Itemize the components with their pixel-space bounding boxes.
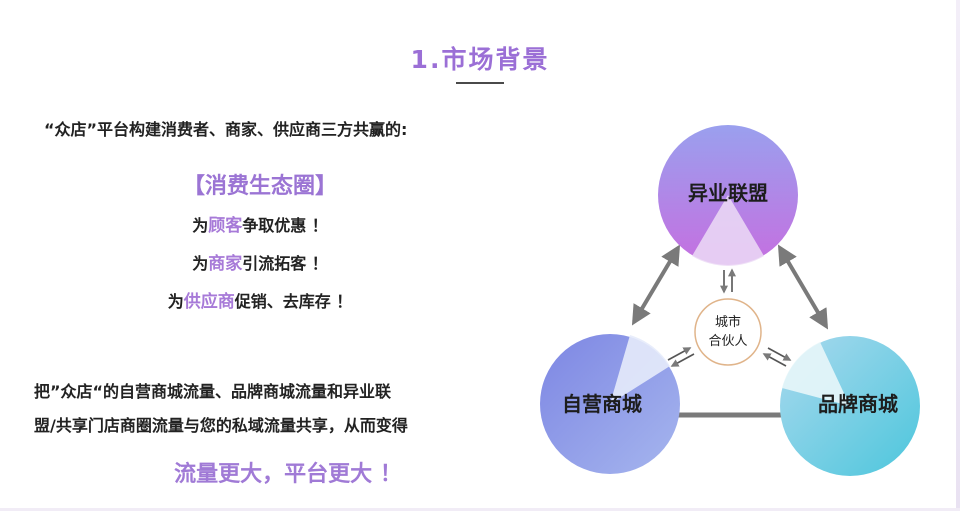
benefit-line-customer: 为顾客争取优惠 ！ <box>130 211 390 236</box>
node-top: 异业联盟 <box>658 125 798 266</box>
triangle-diagram: 异业联盟 自营商城 品牌商城 城市 合伙人 <box>540 125 920 476</box>
slogan: 流量更大，平台更大 ！ <box>174 462 402 487</box>
node-top-label: 异业联盟 <box>688 181 768 205</box>
benefit-prefix: 为 <box>192 254 209 273</box>
benefit-suffix: 争取优惠 ！ <box>242 216 328 235</box>
intro-text: “众店”平台构建消费者、商家、供应商三方共赢的: <box>44 120 408 139</box>
paragraph-line-2: 盟/共享门店商圈流量与您的私域流量共享，从而变得 <box>34 416 408 435</box>
benefit-highlight-customer: 顾客 <box>208 216 243 236</box>
node-left: 自营商城 <box>540 334 680 474</box>
center-arrows-top <box>720 268 736 294</box>
arrow-top-right <box>777 244 829 330</box>
node-right: 品牌商城 <box>780 336 920 476</box>
node-left-label: 自营商城 <box>562 392 642 416</box>
benefit-suffix: 促销、去库存 ！ <box>234 292 353 311</box>
benefit-prefix: 为 <box>192 216 209 235</box>
center-label-line1: 城市 <box>715 314 741 330</box>
benefit-suffix: 引流拓客 ！ <box>242 254 328 273</box>
slide-edge-decoration <box>956 0 960 511</box>
benefit-line-supplier: 为供应商促销、去库存 ！ <box>130 287 390 312</box>
slide-bottom-strip <box>0 508 960 511</box>
benefit-prefix: 为 <box>167 292 184 311</box>
benefit-highlight-supplier: 供应商 <box>183 292 235 312</box>
center-arrows-left <box>667 347 695 367</box>
arrow-top-left <box>631 244 681 326</box>
node-center: 城市 合伙人 <box>694 298 762 366</box>
center-arrows-right <box>762 347 792 367</box>
benefit-highlight-merchant: 商家 <box>208 254 243 274</box>
title-underline <box>456 82 504 84</box>
node-right-label: 品牌商城 <box>818 392 898 416</box>
paragraph-line-1: 把”众店“的自营商城流量、品牌商城流量和异业联 <box>34 382 392 401</box>
section-title: 1.市场背景 <box>410 45 550 74</box>
ecosystem-heading: 【消费生态圈】 <box>182 174 337 199</box>
center-label-line2: 合伙人 <box>708 334 747 349</box>
benefit-line-merchant: 为商家引流拓客 ！ <box>130 249 390 274</box>
